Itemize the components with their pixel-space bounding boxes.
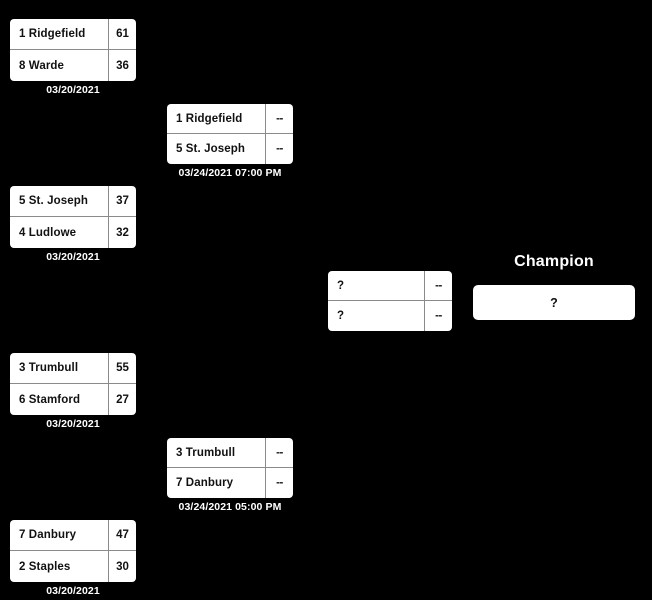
- team-name: 2 Staples: [19, 560, 71, 573]
- team-name: 8 Warde: [19, 59, 65, 72]
- champion-box[interactable]: ?: [473, 285, 635, 320]
- match-row[interactable]: 6 Stamford 27: [10, 384, 136, 415]
- team-name: 3 Trumbull: [19, 362, 79, 374]
- champion-heading: Champion: [514, 253, 594, 270]
- match-row[interactable]: 5 St. Joseph --: [167, 134, 293, 164]
- team-score: --: [265, 438, 293, 467]
- match-box-qf1[interactable]: 1 Ridgefield 61 8 Warde 36: [10, 19, 136, 81]
- match-box-qf4[interactable]: 7 Danbury 47 2 Staples 30: [10, 520, 136, 582]
- match-row[interactable]: 3 Trumbull --: [167, 438, 293, 468]
- team-score: --: [265, 104, 293, 133]
- team-score: 27: [108, 384, 136, 415]
- team-score: 30: [108, 551, 136, 582]
- match-row[interactable]: 7 Danbury --: [167, 468, 293, 498]
- match-date-qf3: 03/20/2021: [46, 418, 100, 430]
- match-date-sf2: 03/24/2021 05:00 PM: [178, 501, 282, 513]
- match-row[interactable]: 1 Ridgefield --: [167, 104, 293, 134]
- team-score: 55: [108, 353, 136, 383]
- team-name: 1 Ridgefield: [176, 112, 243, 125]
- team-name: 6 Stamford: [19, 393, 81, 406]
- team-name: 4 Ludlowe: [19, 226, 77, 239]
- team-name: 5 St. Joseph: [176, 143, 245, 155]
- team-score: 37: [108, 186, 136, 216]
- team-score: --: [265, 134, 293, 164]
- team-name: 1 Ridgefield: [19, 28, 86, 40]
- match-row[interactable]: ? --: [328, 271, 452, 301]
- match-box-sf2[interactable]: 3 Trumbull -- 7 Danbury --: [167, 438, 293, 498]
- match-row[interactable]: 3 Trumbull 55: [10, 353, 136, 384]
- team-name: 7 Danbury: [19, 529, 77, 541]
- team-name: 3 Trumbull: [176, 446, 236, 459]
- match-row[interactable]: 8 Warde 36: [10, 50, 136, 81]
- match-row[interactable]: 5 St. Joseph 37: [10, 186, 136, 217]
- match-row[interactable]: 1 Ridgefield 61: [10, 19, 136, 50]
- match-row[interactable]: ? --: [328, 301, 452, 331]
- team-score: 32: [108, 217, 136, 248]
- champion-value: ?: [550, 295, 558, 310]
- team-name: ?: [337, 310, 345, 322]
- match-box-qf3[interactable]: 3 Trumbull 55 6 Stamford 27: [10, 353, 136, 415]
- team-name: 5 St. Joseph: [19, 195, 88, 207]
- match-row[interactable]: 2 Staples 30: [10, 551, 136, 582]
- match-date-qf2: 03/20/2021: [46, 251, 100, 263]
- match-date-qf4: 03/20/2021: [46, 585, 100, 597]
- match-box-qf2[interactable]: 5 St. Joseph 37 4 Ludlowe 32: [10, 186, 136, 248]
- match-row[interactable]: 4 Ludlowe 32: [10, 217, 136, 248]
- match-date-qf1: 03/20/2021: [46, 84, 100, 96]
- team-name: ?: [337, 279, 345, 292]
- team-score: --: [424, 301, 452, 331]
- match-row[interactable]: 7 Danbury 47: [10, 520, 136, 551]
- team-score: --: [424, 271, 452, 300]
- team-score: 61: [108, 19, 136, 49]
- team-score: --: [265, 468, 293, 498]
- team-score: 47: [108, 520, 136, 550]
- team-name: 7 Danbury: [176, 477, 234, 489]
- team-score: 36: [108, 50, 136, 81]
- match-box-final[interactable]: ? -- ? --: [328, 271, 452, 331]
- match-box-sf1[interactable]: 1 Ridgefield -- 5 St. Joseph --: [167, 104, 293, 164]
- match-date-sf1: 03/24/2021 07:00 PM: [178, 167, 282, 179]
